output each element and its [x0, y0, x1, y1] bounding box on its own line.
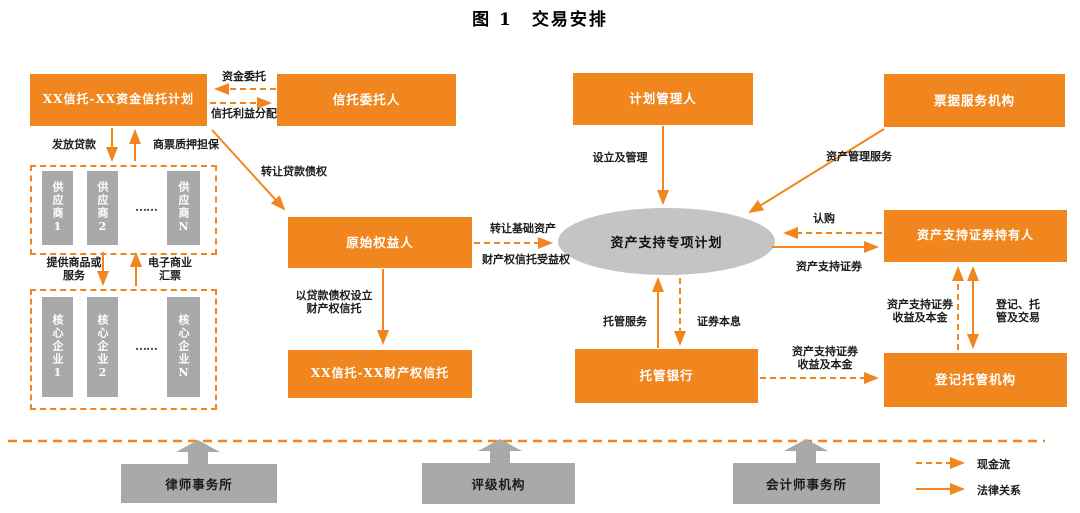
label-custody-service: 托管服务	[603, 315, 647, 328]
label-securities-principal-interest: 证券本息	[697, 315, 741, 328]
core-enterprise-n: 核心企业N	[167, 297, 200, 397]
node-custodian-bank: 托管银行	[575, 349, 758, 403]
label-setup-property-trust: 以贷款债权设立财产权信托	[295, 289, 373, 315]
arrow-asset-management-service	[748, 128, 885, 214]
label-issue-loans: 发放贷款	[52, 138, 96, 151]
node-trust-principal: 信托委托人	[277, 74, 456, 126]
label-provide-goods-or-services: 提供商品或服务	[46, 256, 102, 282]
supplier-n: 供应商N	[167, 171, 200, 245]
core-enterprise-2: 核心企业2	[87, 297, 118, 397]
supplier-1: 供应商1	[42, 171, 73, 245]
label-fund-entrust: 资金委托	[222, 70, 266, 83]
label-transfer-underlying-assets: 转让基础资产	[490, 222, 556, 235]
supplier-2: 供应商2	[87, 171, 118, 245]
node-bill-service-org: 票据服务机构	[884, 74, 1065, 127]
node-registry-custody-org: 登记托管机构	[884, 353, 1067, 407]
label-setup-and-manage: 设立及管理	[592, 151, 648, 164]
node-abs-holders: 资产支持证券持有人	[884, 210, 1067, 262]
core-enterprises-group	[30, 289, 217, 410]
suppliers-group	[30, 165, 217, 255]
label-trust-benefit-distribution: 信托利益分配	[211, 107, 277, 120]
node-fund-trust-plan: XX信托-XX资金信托计划	[30, 74, 207, 126]
label-registration-custody-trading: 登记、托管及交易	[996, 298, 1040, 324]
label-abs-income-vertical: 资产支持证券收益及本金	[887, 298, 953, 324]
suppliers-ellipsis: ……	[135, 200, 158, 214]
node-law-firm: 律师事务所	[121, 464, 277, 503]
label-abs-income-horizontal: 资产支持证券收益及本金	[792, 345, 858, 371]
legend-legal-relation-label: 法律关系	[977, 484, 1021, 497]
label-e-commercial-bill: 电子商业汇票	[148, 256, 192, 282]
node-original-equity-holder: 原始权益人	[288, 217, 472, 268]
label-subscription: 认购	[813, 212, 835, 225]
node-abs-special-plan: 资产支持专项计划	[558, 208, 775, 275]
block-arrow-rating-agency	[478, 439, 522, 463]
node-plan-manager: 计划管理人	[573, 73, 753, 125]
node-rating-agency: 评级机构	[422, 463, 575, 504]
core-enterprises-ellipsis: ……	[135, 339, 158, 353]
label-property-trust-benefit-right: 财产权信托受益权	[482, 253, 570, 266]
figure-title: 图 1 交易安排	[472, 10, 608, 30]
block-arrow-law-firm	[176, 440, 220, 464]
label-bill-pledge-guarantee: 商票质押担保	[153, 138, 219, 151]
block-arrow-accounting-firm	[784, 439, 828, 463]
label-asset-management-service: 资产管理服务	[826, 150, 892, 163]
label-abs-securities: 资产支持证券	[796, 260, 862, 273]
label-transfer-loan-claims: 转让贷款债权	[261, 165, 327, 178]
node-property-trust: XX信托-XX财产权信托	[288, 350, 472, 398]
node-accounting-firm: 会计师事务所	[733, 463, 880, 504]
core-enterprise-1: 核心企业1	[42, 297, 73, 397]
legend-cash-flow-label: 现金流	[977, 458, 1010, 471]
